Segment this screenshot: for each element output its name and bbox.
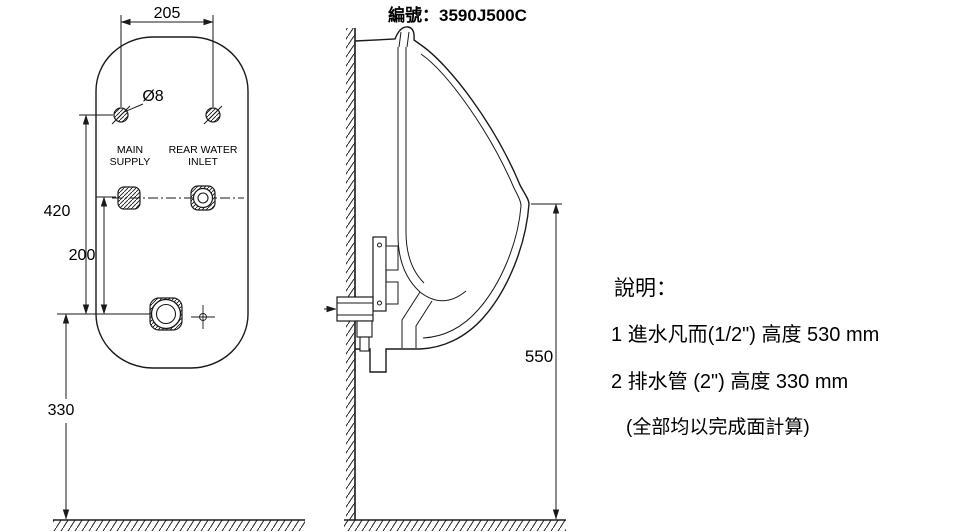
dim-420-label: 420 bbox=[44, 203, 71, 220]
dim-205-label: 205 bbox=[154, 5, 181, 22]
main-supply-label-1: MAIN bbox=[117, 144, 143, 156]
main-supply-label-2: SUPPLY bbox=[110, 156, 151, 168]
rear-inlet-label-2: INLET bbox=[188, 156, 218, 168]
urinal-inner-profile bbox=[420, 53, 522, 339]
floor-side bbox=[344, 519, 566, 531]
part-number: 編號：3590J500C bbox=[388, 6, 527, 25]
floor-front bbox=[53, 519, 305, 531]
rear-inlet-label-1: REAR WATER bbox=[169, 144, 238, 156]
front-outline bbox=[95, 36, 249, 369]
drain-pipe-upper bbox=[356, 320, 373, 338]
note-footnote: (全部均以完成面計算) bbox=[626, 417, 810, 438]
mounting-hole-left bbox=[111, 105, 131, 125]
front-view: 205 Ø8 MAIN SUPPLY REAR WATER INLET bbox=[44, 5, 305, 531]
dimension-550: 550 bbox=[525, 203, 562, 520]
bowl-interior-line-2 bbox=[405, 47, 425, 284]
hole-diameter-callout: Ø8 bbox=[123, 88, 164, 113]
drain-pipe-lower bbox=[359, 336, 370, 352]
dim-200-label: 200 bbox=[69, 247, 96, 264]
wall bbox=[346, 28, 356, 520]
spud-channel bbox=[398, 31, 410, 48]
dimension-205: 205 bbox=[120, 5, 214, 107]
urinal-outer-profile bbox=[354, 26, 530, 373]
flush-valve-assembly bbox=[324, 236, 399, 352]
note-item-1: 1 進水凡而(1/2") 高度 530 mm bbox=[611, 324, 880, 346]
dimension-330: 330 bbox=[48, 313, 150, 520]
position-crosshair bbox=[191, 305, 215, 329]
dim-330-label: 330 bbox=[48, 402, 75, 419]
hole-diameter-label: Ø8 bbox=[142, 88, 163, 105]
dimension-200: 200 bbox=[69, 196, 116, 315]
side-view: 550 bbox=[324, 26, 566, 531]
dimension-420: 420 bbox=[44, 114, 113, 315]
note-item-2: 2 排水管 (2") 高度 330 mm bbox=[611, 371, 849, 393]
supply-pipe bbox=[336, 296, 374, 322]
drain-channel bbox=[401, 291, 433, 348]
rear-water-inlet-fitting bbox=[190, 185, 216, 211]
notes-heading: 說明： bbox=[614, 277, 677, 300]
bowl-interior-line-1 bbox=[397, 47, 467, 302]
mounting-hole-right bbox=[203, 105, 223, 125]
drain-outlet bbox=[149, 297, 183, 331]
main-supply-fitting bbox=[117, 186, 141, 210]
dim-550-label: 550 bbox=[525, 347, 553, 366]
